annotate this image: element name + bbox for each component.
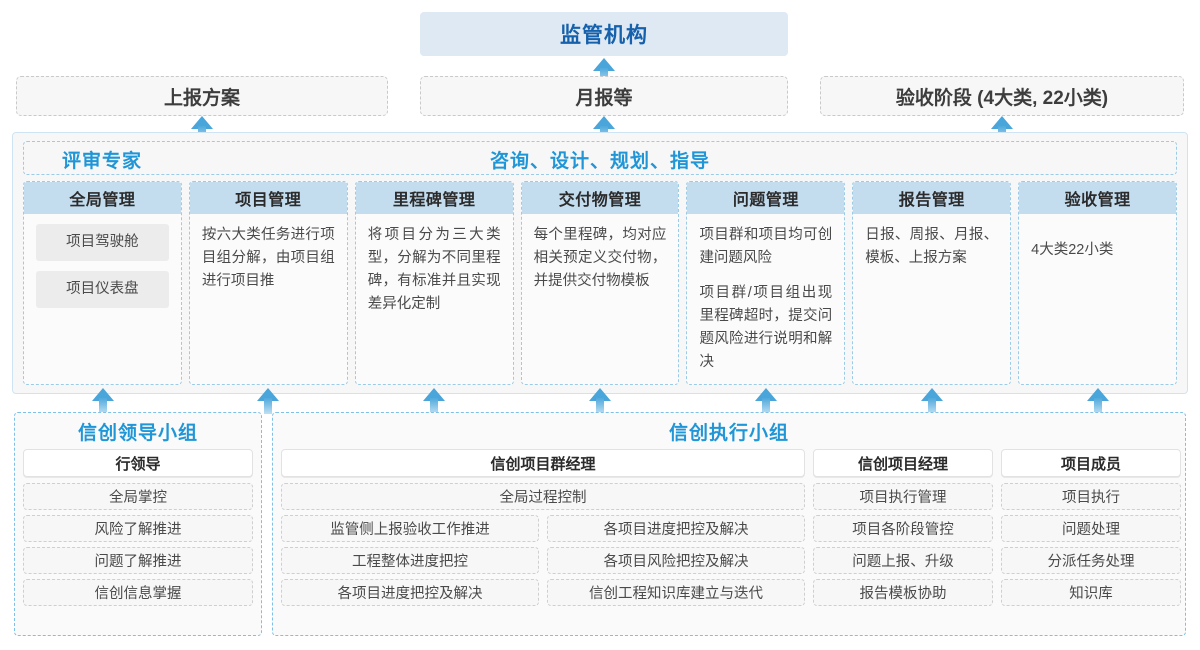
column-title: 里程碑管理 (355, 182, 513, 214)
column-paragraph: 项目群/项目组出现里程碑超时，提交问题风险进行说明和解决 (699, 285, 833, 370)
arrow-head (593, 116, 615, 129)
document-box-monthly-report: 月报等 (420, 76, 788, 116)
list-item[interactable]: 项目执行 (1001, 483, 1181, 510)
list-item[interactable]: 全局过程控制 (281, 483, 805, 510)
management-columns: 全局管理 项目驾驶舱 项目仪表盘 项目管理 按六大类任务进行项目组分解，由项目组… (23, 181, 1178, 385)
arrow-up-to-deliverable-management (589, 388, 611, 414)
list-item[interactable]: 信创信息掌握 (23, 579, 253, 606)
list-item[interactable]: 监管侧上报验收工作推进 (281, 515, 539, 542)
arrow-shaft (430, 398, 438, 414)
project-member-column: 项目成员 项目执行 问题处理 分派任务处理 知识库 (1001, 449, 1181, 606)
execution-group-title: 信创执行小组 (668, 423, 789, 444)
column-issue-management[interactable]: 问题管理 项目群和项目均可创建问题风险 项目群/项目组出现里程碑超时，提交问题风… (686, 181, 846, 385)
arrow-head (257, 388, 279, 401)
arrow-up-to-issue-management (755, 388, 777, 414)
arrow-up-to-global-management (92, 388, 114, 414)
list-item[interactable]: 各项目进度把控及解决 (547, 515, 805, 542)
list-item[interactable]: 问题处理 (1001, 515, 1181, 542)
regulator-box: 监管机构 (420, 12, 788, 56)
column-body: 日报、周报、月报、模板、上报方案 (853, 214, 1010, 384)
list-item[interactable]: 问题上报、升级 (813, 547, 993, 574)
column-title: 报告管理 (853, 182, 1011, 214)
column-milestone-management[interactable]: 里程碑管理 将项目分为三大类型，分解为不同里程碑，有标准并且实现差异化定制 (354, 181, 514, 385)
role-project-manager[interactable]: 信创项目经理 (813, 449, 993, 477)
chip-item[interactable]: 项目仪表盘 (36, 271, 169, 308)
role-project-member[interactable]: 项目成员 (1001, 449, 1181, 477)
leadership-group-panel: 信创领导小组 行领导 全局掌控 风险了解推进 问题了解推进 信创信息掌握 (14, 412, 262, 636)
chip-item[interactable]: 项目驾驶舱 (36, 224, 169, 261)
arrow-shaft (99, 398, 107, 414)
platform-band-header: 评审专家 咨询、设计、规划、指导 (23, 141, 1177, 175)
list-item[interactable]: 工程整体进度把控 (281, 547, 539, 574)
document-box-report-plan: 上报方案 (16, 76, 388, 116)
arrow-head (423, 388, 445, 401)
program-manager-left-list: 监管侧上报验收工作推进 工程整体进度把控 各项目进度把控及解决 (281, 515, 539, 606)
arrow-head (1087, 388, 1109, 401)
column-body: 每个里程碑，均对应相关预定义交付物，并提供交付物模板 (522, 214, 679, 384)
program-manager-subcolumns: 监管侧上报验收工作推进 工程整体进度把控 各项目进度把控及解决 各项目进度把控及… (281, 515, 805, 606)
column-paragraph: 4大类22小类 (1031, 241, 1114, 258)
column-paragraph: 将项目分为三大类型，分解为不同里程碑，有标准并且实现差异化定制 (367, 227, 501, 312)
arrow-up-to-milestone-management (423, 388, 445, 414)
arrow-shaft (596, 398, 604, 414)
column-deliverable-management[interactable]: 交付物管理 每个里程碑，均对应相关预定义交付物，并提供交付物模板 (520, 181, 680, 385)
column-title: 验收管理 (1019, 182, 1177, 214)
consulting-services-label: 咨询、设计、规划、指导 (489, 150, 710, 172)
column-acceptance-management[interactable]: 验收管理 4大类22小类 (1018, 181, 1178, 385)
arrow-shaft (762, 398, 770, 414)
list-item[interactable]: 知识库 (1001, 579, 1181, 606)
review-experts-label: 评审专家 (62, 150, 143, 172)
leadership-group-title: 信创领导小组 (77, 423, 198, 444)
column-title: 交付物管理 (521, 182, 679, 214)
column-title: 全局管理 (24, 182, 181, 214)
column-report-management[interactable]: 报告管理 日报、周报、月报、模板、上报方案 (852, 181, 1012, 385)
list-item[interactable]: 信创工程知识库建立与迭代 (547, 579, 805, 606)
arrow-head (589, 388, 611, 401)
list-item[interactable]: 各项目进度把控及解决 (281, 579, 539, 606)
list-item[interactable]: 问题了解推进 (23, 547, 253, 574)
arrow-head (191, 116, 213, 129)
list-item[interactable]: 项目执行管理 (813, 483, 993, 510)
role-program-manager[interactable]: 信创项目群经理 (281, 449, 805, 477)
arrow-head (92, 388, 114, 401)
project-manager-column: 信创项目经理 项目执行管理 项目各阶段管控 问题上报、升级 报告模板协助 (813, 449, 993, 606)
execution-group-panel: 信创执行小组 信创项目群经理 全局过程控制 监管侧上报验收工作推进 工程整体进度… (272, 412, 1186, 636)
list-item[interactable]: 分派任务处理 (1001, 547, 1181, 574)
list-item[interactable]: 报告模板协助 (813, 579, 993, 606)
list-item[interactable]: 各项目风险把控及解决 (547, 547, 805, 574)
list-item[interactable]: 项目各阶段管控 (813, 515, 993, 542)
role-bank-leader[interactable]: 行领导 (23, 449, 253, 477)
arrow-head (991, 116, 1013, 129)
program-manager-column: 信创项目群经理 全局过程控制 监管侧上报验收工作推进 工程整体进度把控 各项目进… (281, 449, 805, 606)
column-paragraph: 项目群和项目均可创建问题风险 (699, 227, 833, 266)
column-global-management[interactable]: 全局管理 项目驾驶舱 项目仪表盘 (23, 181, 182, 385)
column-body: 项目驾驶舱 项目仪表盘 (24, 214, 181, 384)
arrow-head (593, 58, 615, 71)
list-item[interactable]: 全局掌控 (23, 483, 253, 510)
column-paragraph: 日报、周报、月报、模板、上报方案 (865, 227, 999, 266)
execution-role-columns: 信创项目群经理 全局过程控制 监管侧上报验收工作推进 工程整体进度把控 各项目进… (281, 449, 1181, 606)
arrow-up-to-report-management (921, 388, 943, 414)
document-box-acceptance-stage: 验收阶段 (4大类, 22小类) (820, 76, 1184, 116)
column-body: 将项目分为三大类型，分解为不同里程碑，有标准并且实现差异化定制 (356, 214, 513, 384)
column-body: 项目群和项目均可创建问题风险 项目群/项目组出现里程碑超时，提交问题风险进行说明… (687, 214, 844, 384)
program-manager-right-list: 各项目进度把控及解决 各项目风险把控及解决 信创工程知识库建立与迭代 (547, 515, 805, 606)
column-paragraph: 每个里程碑，均对应相关预定义交付物，并提供交付物模板 (533, 227, 667, 289)
arrow-shaft (928, 398, 936, 414)
column-body: 4大类22小类 (1019, 214, 1176, 384)
arrow-up-to-acceptance-management (1087, 388, 1109, 414)
list-item[interactable]: 风险了解推进 (23, 515, 253, 542)
column-body: 按六大类任务进行项目组分解，由项目组进行项目推 (190, 214, 347, 384)
arrow-shaft (1094, 398, 1102, 414)
arrow-head (921, 388, 943, 401)
arrow-head (755, 388, 777, 401)
column-title: 项目管理 (189, 182, 347, 214)
column-paragraph: 按六大类任务进行项目组分解，由项目组进行项目推 (201, 227, 335, 289)
column-title: 问题管理 (687, 182, 845, 214)
arrow-up-to-project-management (257, 388, 279, 414)
arrow-shaft (264, 398, 272, 414)
platform-band: 评审专家 咨询、设计、规划、指导 全局管理 项目驾驶舱 项目仪表盘 项目管理 按… (12, 132, 1188, 394)
column-project-management[interactable]: 项目管理 按六大类任务进行项目组分解，由项目组进行项目推 (188, 181, 348, 385)
